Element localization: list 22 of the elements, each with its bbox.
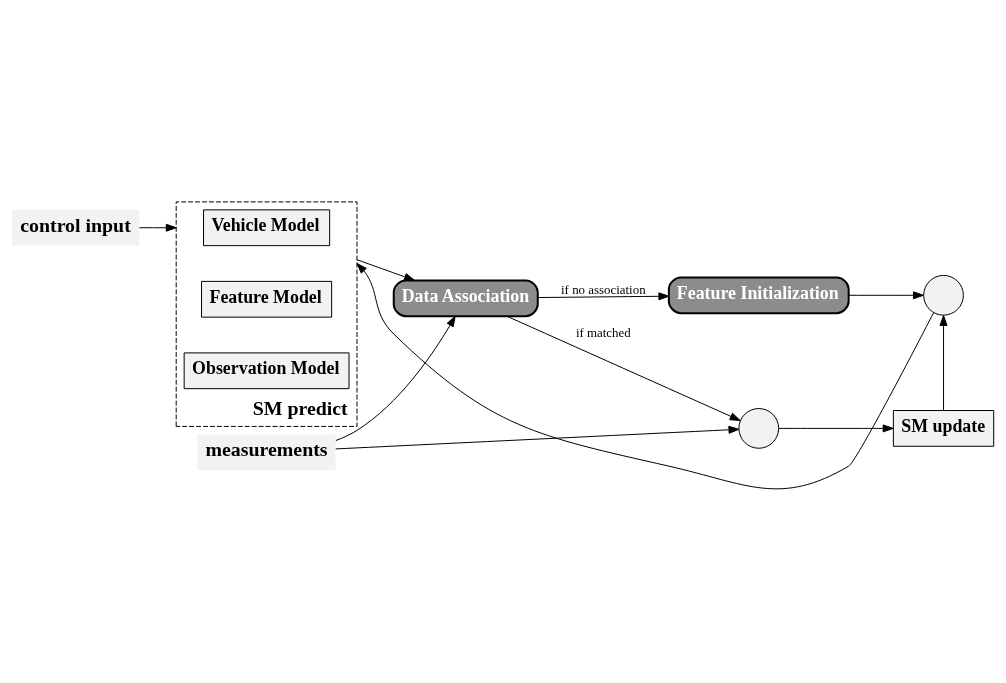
node-circle — [738, 408, 780, 449]
node-box: Vehicle Model — [203, 209, 331, 247]
node-box: control input — [12, 209, 140, 246]
node-box: measurements — [197, 434, 336, 471]
arrow — [778, 424, 894, 433]
edge-label: if matched — [575, 325, 631, 341]
arrow — [939, 315, 948, 411]
arrow — [335, 315, 456, 441]
arrow — [138, 223, 177, 232]
node-box: Observation Model — [183, 352, 350, 390]
node-box: Feature Model — [201, 280, 333, 318]
edge-label: if no association — [561, 281, 646, 297]
arrow — [335, 425, 740, 450]
node-box: Feature Initialization — [667, 276, 850, 315]
arrow — [356, 259, 415, 281]
node-box: SM update — [892, 410, 995, 447]
arrow — [848, 291, 924, 300]
arrow — [356, 263, 935, 490]
arrow — [537, 292, 670, 301]
arrow — [506, 315, 741, 421]
node-circle — [923, 274, 964, 316]
node-box: Data Association — [392, 279, 539, 318]
